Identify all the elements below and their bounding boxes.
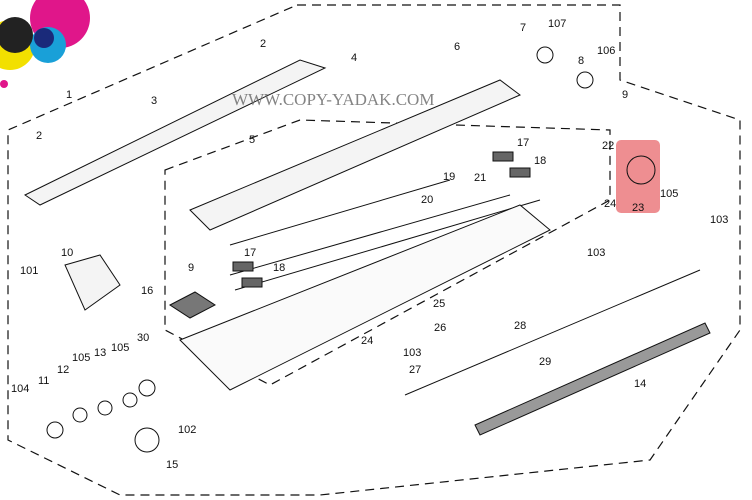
- assembly-outline: [7, 4, 741, 496]
- callout-4: 4: [351, 52, 357, 64]
- callout-26: 26: [434, 322, 446, 334]
- callout-21: 21: [474, 172, 486, 184]
- gear-part-23: [626, 155, 656, 185]
- callout-105: 105: [660, 188, 678, 200]
- callout-29: 29: [539, 356, 551, 368]
- callout-23: 23: [632, 202, 644, 214]
- callout-103: 103: [587, 247, 605, 259]
- callout-18: 18: [534, 155, 546, 167]
- callout-102: 102: [178, 424, 196, 436]
- logo-circles: [0, 0, 90, 88]
- callout-20: 20: [421, 194, 433, 206]
- callout-103: 103: [710, 214, 728, 226]
- callout-17: 17: [517, 137, 529, 149]
- callout-2: 2: [36, 130, 42, 142]
- callout-105: 105: [72, 352, 90, 364]
- callout-101: 101: [20, 265, 38, 277]
- callout-10: 10: [61, 247, 73, 259]
- callout-24: 24: [361, 335, 373, 347]
- watermark: WWW.COPY-YADAK.COM: [232, 90, 434, 109]
- callout-24: 24: [604, 198, 616, 210]
- callout-3: 3: [151, 95, 157, 107]
- callout-9: 9: [622, 89, 628, 101]
- callout-13: 13: [94, 347, 106, 359]
- callout-6: 6: [454, 41, 460, 53]
- callout-107: 107: [548, 18, 566, 30]
- callout-14: 14: [634, 378, 646, 390]
- callout-12: 12: [57, 364, 69, 376]
- callout-30: 30: [137, 332, 149, 344]
- callout-106: 106: [597, 45, 615, 57]
- callout-2: 2: [260, 38, 266, 50]
- callout-19: 19: [443, 171, 455, 183]
- callout-22: 22: [602, 140, 614, 152]
- callout-17: 17: [244, 247, 256, 259]
- callout-11: 11: [38, 375, 49, 387]
- callout-8: 8: [578, 55, 584, 67]
- callout-28: 28: [514, 320, 526, 332]
- callout-1: 1: [66, 89, 72, 101]
- callout-27: 27: [409, 364, 421, 376]
- callout-16: 16: [141, 285, 153, 297]
- callout-7: 7: [520, 22, 526, 34]
- callout-15: 15: [166, 459, 178, 471]
- callout-5: 5: [249, 134, 255, 146]
- callout-104: 104: [11, 383, 29, 395]
- callout-25: 25: [433, 298, 445, 310]
- callout-18: 18: [273, 262, 285, 274]
- parts: [23, 46, 711, 453]
- callout-9: 9: [188, 262, 194, 274]
- callout-103: 103: [403, 347, 421, 359]
- callout-105: 105: [111, 342, 129, 354]
